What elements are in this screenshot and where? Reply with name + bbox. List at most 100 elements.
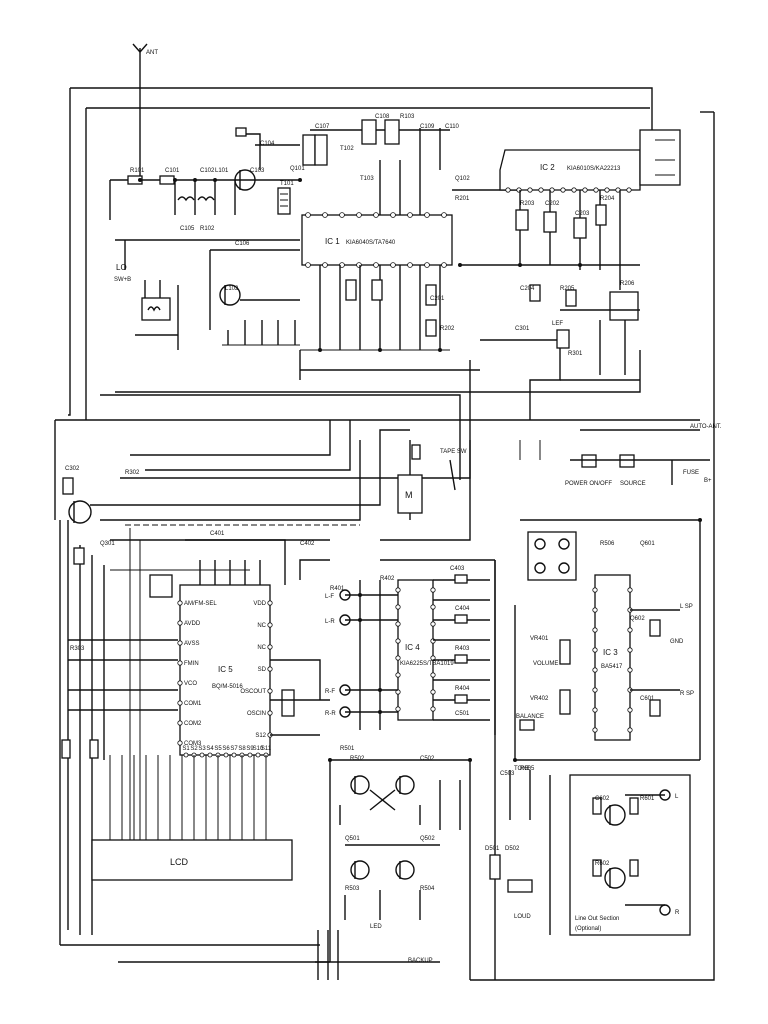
ic4-pin (395, 706, 401, 712)
junction-dot (193, 178, 197, 182)
ic5-pin (177, 600, 183, 606)
component-ref: R403 (455, 646, 470, 652)
junction-dot (298, 178, 302, 182)
ic4-pin (430, 587, 436, 593)
ic4-pin (430, 689, 436, 695)
junction-dot (213, 178, 217, 182)
power-section: AUTO-ANT. POWER ON/OFF SOURCE FUSE B+ (565, 424, 722, 487)
component-ref: R506 (600, 541, 615, 547)
component-ref: Q502 (420, 836, 435, 842)
component-ref: R401 (330, 586, 345, 592)
ic3-body (594, 574, 631, 741)
ic2-pin (560, 187, 566, 193)
line-out-label: Line Out Section (575, 916, 619, 922)
ic5-pin (177, 620, 183, 626)
ic1-pin (407, 262, 413, 268)
lower-transistors: LED BACKUP LOUD (317, 759, 533, 980)
ic1-body (301, 214, 453, 266)
component-ref: R602 (595, 861, 610, 867)
ic5-pin (207, 752, 213, 758)
component-ref: C109 (420, 124, 435, 130)
ic3-block: IC 3 BA5417 L SP GND R SP VR401 VR402 VO… (514, 531, 700, 772)
ic2-pin (538, 187, 544, 193)
lcd-block: LCD (91, 755, 293, 881)
ic5-pin (177, 680, 183, 686)
component-ref: Q501 (345, 836, 360, 842)
ic3-pin (592, 687, 598, 693)
ic5-pin-label: AVSS (184, 641, 200, 647)
ic4-pin (430, 706, 436, 712)
ic3-part: BA5417 (601, 664, 623, 670)
ic5-pin (267, 688, 273, 694)
line-out-r-label: R (675, 910, 680, 916)
component-ref: R501 (340, 746, 355, 752)
component-ref: Q101 (290, 166, 305, 172)
ic3-pin (627, 667, 633, 673)
component-ref: R204 (600, 196, 615, 202)
ic5-part: BQ/M-5016 (212, 684, 243, 690)
ic5-pin (177, 660, 183, 666)
ic3-pin (627, 727, 633, 733)
component-ref: Q602 (630, 616, 645, 622)
ic2-block: IC 2 KIA6010S/KA22213 LEF (460, 129, 681, 375)
ic5-pin-label: OSCOUT (240, 689, 266, 695)
component-ref: T103 (360, 176, 374, 182)
ic1-pin (322, 262, 328, 268)
ic3-pin (592, 707, 598, 713)
ic1-pin (356, 212, 362, 218)
backup-label: BACKUP (408, 958, 433, 964)
ic5-pin (177, 740, 183, 746)
component-ref: D501 (485, 846, 500, 852)
component-ref: R203 (520, 201, 535, 207)
component-ref: C107 (315, 124, 330, 130)
ic5-pin (267, 622, 273, 628)
ic4-body (397, 579, 434, 721)
junction-dot (378, 688, 382, 692)
ic5-body (179, 584, 271, 756)
ic5-pin-label: FMIN (184, 661, 199, 667)
ic4-label: IC 4 (405, 643, 420, 652)
component-ref: C104 (260, 141, 275, 147)
junction-dot (138, 178, 142, 182)
lcd-label: LCD (170, 857, 189, 867)
component-ref: C105 (180, 226, 195, 232)
component-ref: C202 (545, 201, 560, 207)
component-ref: R404 (455, 686, 470, 692)
ic1-label: IC 1 (325, 237, 340, 246)
ic5-pin (177, 700, 183, 706)
junction-dot (468, 758, 472, 762)
ic4-pin (430, 672, 436, 678)
ic1-pin (441, 212, 447, 218)
component-ref: R101 (130, 168, 145, 174)
left-transistor (61, 477, 360, 840)
ic5-pin-label: SD (258, 667, 267, 673)
ic4-block: IC 4 KIA6225S/TBA1019 L-F L-R R-F R-R (325, 559, 496, 735)
ic3-pin (592, 587, 598, 593)
fuse-label: FUSE (683, 470, 699, 476)
motor-label: M (405, 490, 413, 500)
component-ref: C601 (640, 696, 655, 702)
ic4-pin (395, 672, 401, 678)
ic5-pin (267, 666, 273, 672)
ic3-pin (592, 607, 598, 613)
component-ref: T102 (340, 146, 354, 152)
ic5-pin (267, 600, 273, 606)
ic3-pin (592, 627, 598, 633)
ic1-pin (373, 212, 379, 218)
ic2-part: KIA6010S/KA22213 (567, 166, 621, 172)
ic1-pin (373, 262, 379, 268)
component-ref: C106 (235, 241, 250, 247)
ic5-block: IC 5 BQ/M-5016 AM/FM-SELAVDDAVSSFMINVCOC… (149, 539, 330, 758)
ic5-pin-label: NC (257, 645, 266, 651)
junction-dot (438, 348, 442, 352)
ic5-pin (247, 752, 253, 758)
ic2-pin (582, 187, 588, 193)
sw-label: SW+B (114, 277, 131, 283)
ic1-pin (390, 212, 396, 218)
component-ref: C402 (300, 541, 315, 547)
line-out-section: L R Line Out Section (Optional) (549, 774, 691, 936)
ic1-pin (339, 212, 345, 218)
component-ref: C110 (445, 124, 460, 130)
r-sp-label: R SP (680, 691, 694, 697)
ic5-pin (267, 644, 273, 650)
